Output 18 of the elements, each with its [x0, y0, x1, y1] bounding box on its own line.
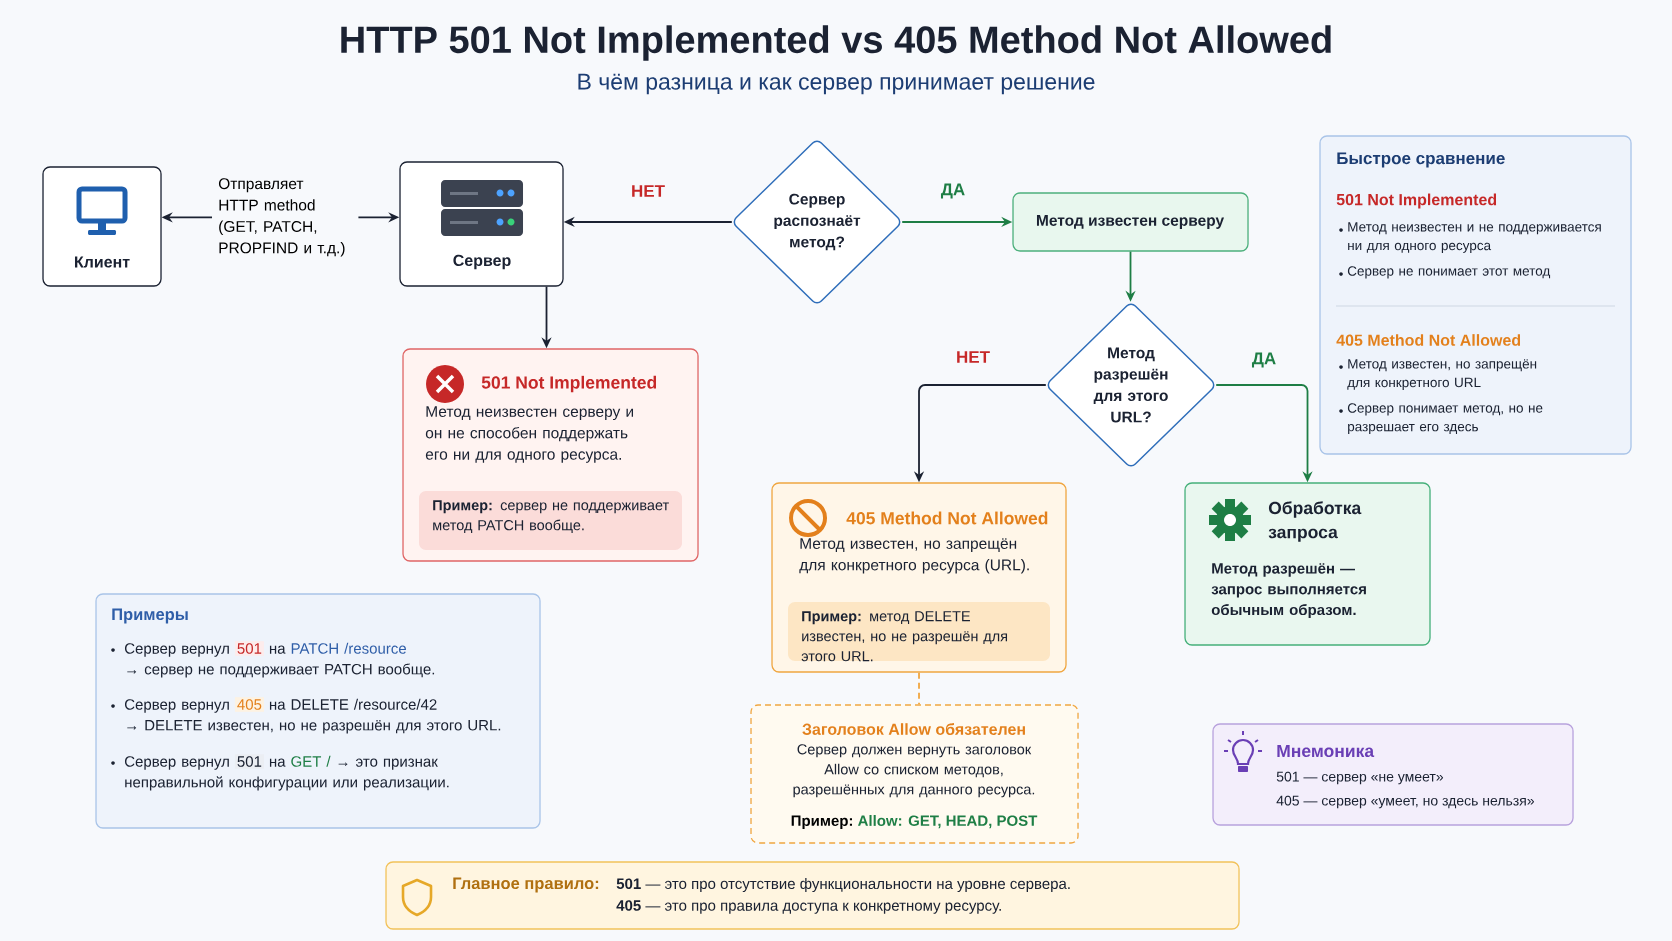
server-box: Сервер	[399, 161, 564, 287]
edge-label: НЕТ	[629, 183, 667, 199]
edge-label: ДА	[938, 181, 968, 201]
comparison-panel: Быстрое сравнение 501 Not Implemented Метод неизвестен и не поддерживается ни для одного ресурса Сервер не понимает этот метод 405 Method Not Allowed Метод известен, но запрещён для конкретного URL Сервер понимает метод, но не разрешает его здесь	[1319, 135, 1632, 455]
request-label: Отправляет HTTP method (GET, PATCH, PROPFIND и т.д.)	[218, 178, 345, 257]
client-box: Клиент	[42, 166, 162, 287]
rule-banner: Главное правило: 501 — это про отсутствие функциональности на уровне сервера. 405 — это про правила доступа к конкретному ресурсу.	[385, 861, 1240, 930]
example-box: Пример: сервер не поддерживает метод PATCH вообще.	[419, 491, 682, 550]
examples-panel: Примеры Сервер вернул 501 на PATCH /resource → сервер не поддерживает PATCH вообще. Сервер вернул 405 на DELETE /resource/42 → DELETE известен, но не разрешён для этого URL. Сервер вернул 501 на GET / → это признак неправильной конфигурации или реализации.	[95, 593, 541, 829]
mnemonic-panel: Мнемоника 501 — сервер «не умеет» 405 — сервер «умеет, но здесь нельзя»	[1212, 723, 1574, 826]
edge-label: ДА	[1249, 350, 1279, 370]
edge-label: НЕТ	[954, 349, 992, 365]
title: HTTP 501 Not Implemented vs 405 Method Not Allowed	[341, 25, 1331, 61]
note-box: Заголовок Allow обязателен Сервер должен вернуть заголовок Allow со списком методов, разрешённых для данного ресурса. Пример: Allow: GET, HEAD, POST	[750, 704, 1079, 844]
subtitle: В чём разница и как сервер принимает решение	[578, 73, 1095, 95]
result-card: Обработка запроса Метод разрешён — запрос выполняется обычным образом.	[1184, 482, 1431, 646]
example-box: Пример: метод DELETE известен, но не разрешён для этого URL.	[788, 602, 1050, 662]
process-box: Метод известен серверу	[1012, 192, 1249, 252]
